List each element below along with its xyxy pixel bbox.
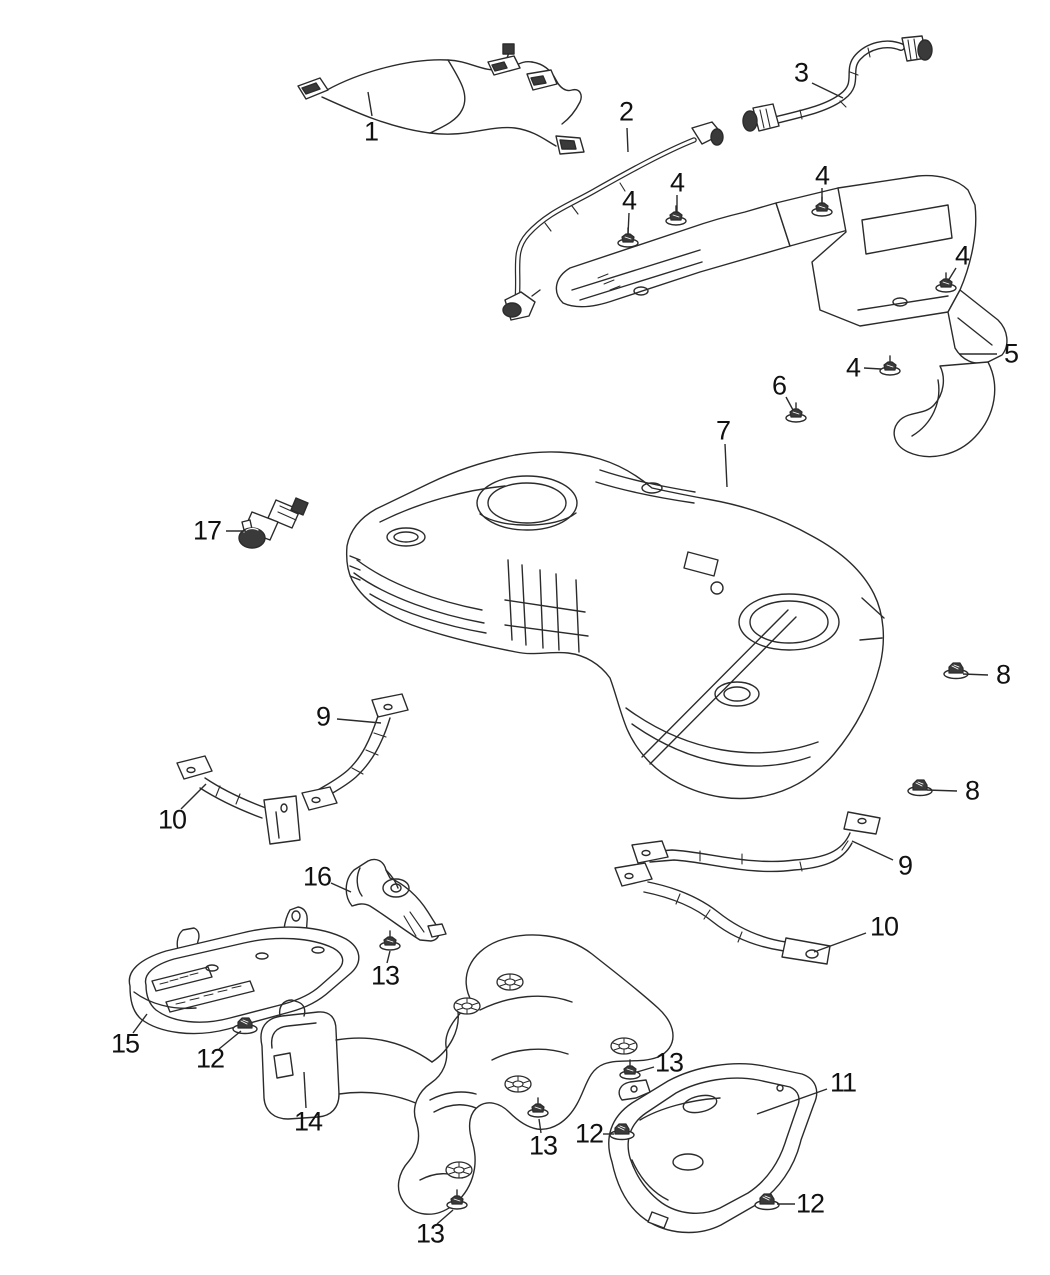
- heat-shield-part-14-drawing: [260, 934, 674, 1215]
- leader-line-9-14: [851, 840, 894, 861]
- tank-strap-part-9-left-drawing: [301, 693, 409, 811]
- upper-shield-part-5-drawing: [555, 174, 1008, 458]
- bracket-part-16-drawing: [345, 858, 447, 942]
- leader-line-14-25: [303, 1071, 307, 1109]
- skid-plate-part-15-drawing: [128, 906, 360, 1035]
- leader-line-2-1: [626, 127, 629, 153]
- tank-strap-part-10-left-drawing: [176, 755, 301, 845]
- leader-line-4-6: [947, 267, 957, 282]
- leader-line-4-3: [627, 212, 630, 236]
- leader-line-7-10: [724, 443, 728, 488]
- leader-line-4-7: [863, 367, 882, 370]
- leader-line-16-27: [330, 882, 352, 893]
- fuel-tank-part-7-drawing: [345, 451, 885, 800]
- wiring-harness-part-1-drawing: [297, 43, 585, 155]
- leader-line-1-0: [367, 91, 373, 117]
- leader-line-3-2: [811, 82, 844, 99]
- callout-leader-lines: [132, 82, 997, 1225]
- leader-line-10-15: [180, 783, 207, 810]
- vapor-tube-part-2-drawing: [502, 121, 724, 321]
- leader-line-13-24: [436, 1209, 454, 1225]
- leader-line-13-23: [538, 1118, 542, 1134]
- leader-line-6-9: [785, 396, 794, 411]
- leader-line-13-21: [386, 950, 391, 964]
- filler-hose-part-3-drawing: [742, 35, 933, 132]
- tank-strap-part-10-right-drawing: [614, 862, 831, 965]
- leader-line-15-26: [132, 1013, 148, 1034]
- leader-line-8-11: [962, 673, 989, 676]
- leader-line-11-17: [756, 1088, 828, 1115]
- leader-line-9-13: [336, 718, 382, 724]
- leader-line-8-12: [926, 789, 958, 792]
- leader-line-10-16: [813, 932, 867, 953]
- heat-shield-part-11-drawing: [608, 1063, 818, 1234]
- leader-line-12-18: [218, 1030, 242, 1050]
- leader-line-13-22: [636, 1066, 655, 1073]
- tank-strap-part-9-right-drawing: [631, 811, 881, 873]
- sensor-part-17-drawing: [238, 497, 309, 549]
